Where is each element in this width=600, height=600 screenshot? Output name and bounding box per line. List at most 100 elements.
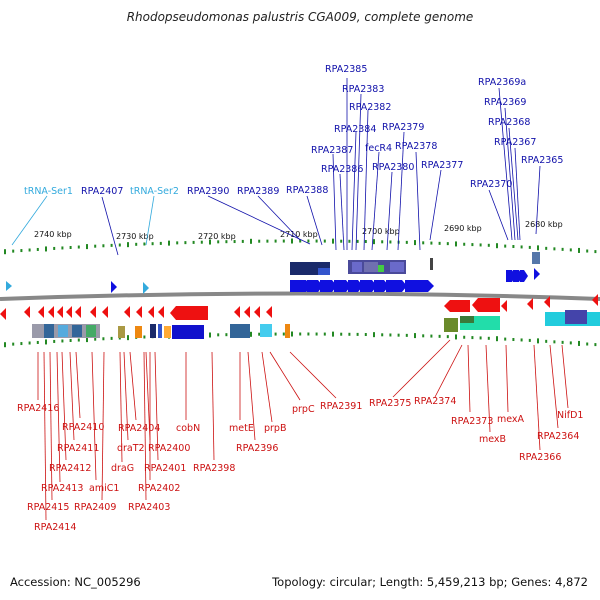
tick-mark: [520, 338, 523, 342]
gene-label[interactable]: cobN: [176, 423, 200, 434]
gene-label[interactable]: RPA2407: [81, 186, 123, 197]
gene-label[interactable]: RPA2404: [118, 423, 160, 434]
gene-label[interactable]: RPA2367: [494, 137, 536, 148]
gene-arrow[interactable]: [158, 306, 164, 318]
gene-label[interactable]: amiC1: [89, 483, 119, 494]
gene-arrow[interactable]: [444, 300, 470, 312]
gene-label[interactable]: RPA2366: [519, 452, 561, 463]
gene-label[interactable]: RPA2369a: [478, 77, 526, 88]
gene-label[interactable]: RPA2375: [369, 398, 411, 409]
gene-arrow[interactable]: [244, 306, 250, 318]
tick-mark: [405, 240, 408, 244]
tick-mark: [282, 239, 285, 243]
gene-arrow[interactable]: [102, 306, 108, 318]
gene-label[interactable]: RPA2403: [128, 502, 170, 513]
gene-label[interactable]: RPA2386: [321, 164, 363, 175]
gene-label[interactable]: RPA2385: [325, 64, 367, 75]
gene-arrow[interactable]: [148, 306, 154, 318]
minus-strand-genes: [0, 294, 598, 320]
gene-label[interactable]: RPA2390: [187, 186, 229, 197]
gene-arrow[interactable]: [170, 306, 208, 320]
gene-arrow[interactable]: [501, 300, 507, 312]
gene-label[interactable]: RPA2383: [342, 84, 384, 95]
gene-label[interactable]: RPA2387: [311, 145, 353, 156]
gene-arrow[interactable]: [320, 280, 337, 292]
gene-label[interactable]: RPA2413: [41, 483, 83, 494]
tick-mark: [578, 340, 580, 346]
gene-arrow[interactable]: [143, 282, 149, 294]
gene-label[interactable]: RPA2414: [34, 522, 76, 533]
gene-label[interactable]: RPA2384: [334, 124, 376, 135]
gene-arrow[interactable]: [520, 270, 528, 282]
gene-arrow[interactable]: [348, 280, 363, 292]
tick-mark: [487, 336, 490, 340]
gene-label[interactable]: RPA2377: [421, 160, 463, 171]
gene-label[interactable]: RPA2388: [286, 185, 328, 196]
gene-label[interactable]: prpB: [264, 423, 286, 434]
gene-arrow[interactable]: [472, 298, 500, 312]
gene-label[interactable]: RPA2398: [193, 463, 235, 474]
gene-label[interactable]: mexB: [479, 434, 506, 445]
gene-label[interactable]: fecR4: [365, 143, 392, 154]
gene-label[interactable]: draG: [111, 463, 134, 474]
gene-arrow[interactable]: [290, 280, 312, 292]
gene-arrow[interactable]: [266, 306, 272, 318]
gene-label[interactable]: metE: [229, 423, 254, 434]
gene-label[interactable]: RPA2409: [74, 502, 116, 513]
gene-arrow[interactable]: [374, 280, 389, 292]
gene-label[interactable]: RPA2379: [382, 122, 424, 133]
gene-label[interactable]: RPA2365: [521, 155, 563, 166]
gene-label[interactable]: tRNA-Ser1: [24, 186, 73, 197]
gene-label[interactable]: RPA2364: [537, 431, 579, 442]
gene-arrow[interactable]: [136, 306, 142, 318]
gene-arrow[interactable]: [254, 306, 260, 318]
gene-arrow[interactable]: [307, 280, 323, 292]
gene-label[interactable]: prpC: [292, 404, 315, 415]
gene-label[interactable]: tRNA-Ser2: [130, 186, 179, 197]
gene-arrow[interactable]: [66, 306, 72, 318]
gene-arrow[interactable]: [75, 306, 81, 318]
gene-arrow[interactable]: [534, 268, 540, 280]
gene-label[interactable]: mexA: [497, 414, 525, 425]
gene-label[interactable]: RPA2412: [49, 463, 91, 474]
gene-arrow[interactable]: [48, 306, 54, 318]
gene-arrow[interactable]: [24, 306, 30, 318]
gene-label[interactable]: RPA2415: [27, 502, 69, 513]
gene-label[interactable]: RPA2396: [236, 443, 278, 454]
gene-label[interactable]: RPA2374: [414, 396, 456, 407]
gene-label[interactable]: RPA2410: [62, 422, 104, 433]
gene-arrow[interactable]: [527, 298, 533, 310]
gene-arrow[interactable]: [90, 306, 96, 318]
gene-label[interactable]: RPA2378: [395, 141, 437, 152]
gene-arrow[interactable]: [405, 280, 434, 292]
gene-label[interactable]: draT2: [117, 443, 145, 454]
gene-label[interactable]: RPA2402: [138, 483, 180, 494]
gene-label[interactable]: RPA2373: [451, 416, 493, 427]
gene-arrow[interactable]: [57, 306, 63, 318]
gene-arrow[interactable]: [334, 280, 351, 292]
gene-arrow[interactable]: [124, 306, 130, 318]
gene-label[interactable]: RPA2401: [144, 463, 186, 474]
gene-label[interactable]: RPA2369: [484, 97, 526, 108]
gene-label[interactable]: NifD1: [557, 410, 583, 421]
gene-label[interactable]: RPA2368: [488, 117, 530, 128]
gene-label[interactable]: RPA2391: [320, 401, 362, 412]
gene-arrow[interactable]: [111, 281, 117, 293]
gene-label[interactable]: RPA2400: [148, 443, 190, 454]
gene-label[interactable]: RPA2370: [470, 179, 512, 190]
gene-arrow[interactable]: [360, 280, 377, 292]
gene-arrow[interactable]: [0, 308, 6, 320]
gene-label[interactable]: RPA2380: [372, 162, 414, 173]
gene-label[interactable]: RPA2411: [57, 443, 99, 454]
gene-arrow[interactable]: [544, 296, 550, 308]
bottom-labels: RPA2416 RPA2410 RPA2411 RPA2412 RPA2413 …: [17, 396, 583, 533]
gene-arrow[interactable]: [592, 294, 598, 306]
gene-arrow[interactable]: [234, 306, 240, 318]
tick-mark: [127, 242, 129, 248]
gene-label[interactable]: RPA2389: [237, 186, 279, 197]
gene-arrow[interactable]: [6, 281, 12, 291]
gene-arrow[interactable]: [386, 280, 407, 292]
gene-label[interactable]: RPA2382: [349, 102, 391, 113]
gene-arrow[interactable]: [38, 306, 44, 318]
gene-label[interactable]: RPA2416: [17, 403, 59, 414]
